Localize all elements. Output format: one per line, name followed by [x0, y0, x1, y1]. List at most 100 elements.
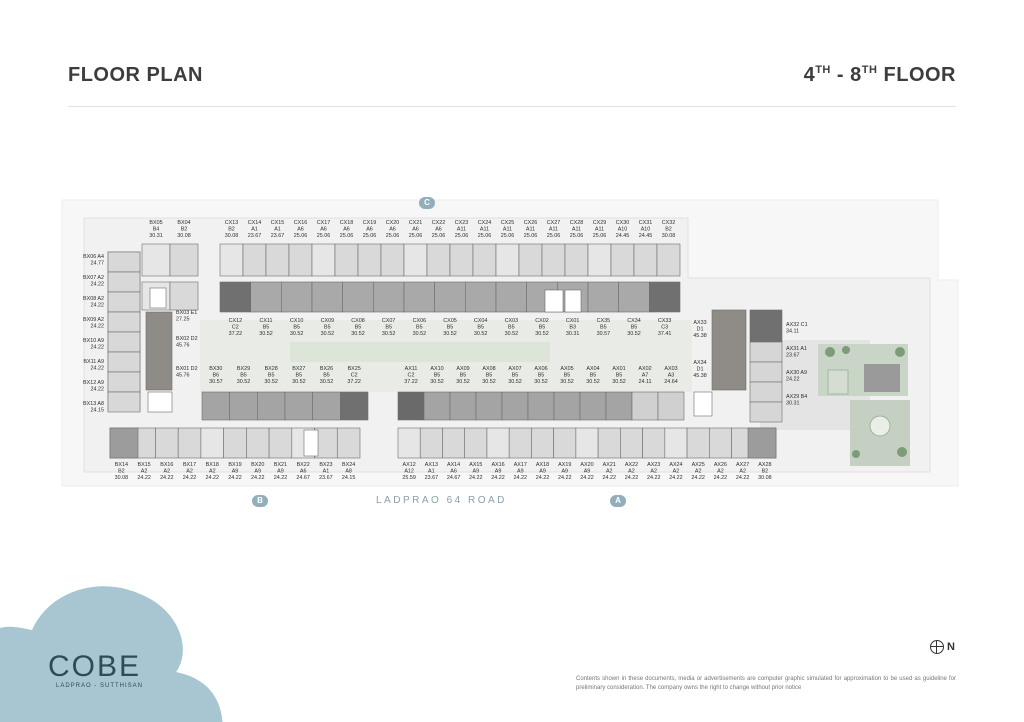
bx-bottom-block — [200, 427, 224, 459]
cx-mid-block — [649, 281, 681, 313]
ax-bottom-block — [531, 427, 554, 459]
bx-bottom-block — [268, 427, 293, 459]
compass-label: N — [947, 641, 955, 653]
ax-bottom-block — [464, 427, 488, 459]
floor-range-title: 4TH - 8TH FLOOR — [804, 64, 956, 87]
bx-mid-block — [229, 391, 258, 421]
ax-bottom-block — [708, 427, 732, 459]
ax-bottom-block — [686, 427, 710, 459]
ax-bottom-block — [620, 427, 643, 459]
cx-top-block — [610, 243, 635, 277]
bx-inner-unit — [145, 311, 173, 391]
ax-bottom-block — [597, 427, 621, 459]
ax-bottom-block — [553, 427, 577, 459]
core-stair — [544, 289, 564, 313]
ax-mid-block — [397, 391, 425, 421]
floor-from: 4 — [803, 64, 816, 86]
cx-top-block — [357, 243, 382, 277]
bx-top-block — [169, 243, 199, 277]
unit-blocks — [107, 243, 783, 459]
ax-bottom-block — [486, 427, 510, 459]
ax-mid-block — [579, 391, 607, 421]
floor-word: FLOOR — [877, 64, 956, 86]
garden — [818, 344, 910, 466]
cx-top-block — [426, 243, 451, 277]
cx-top-block — [564, 243, 589, 277]
bx-bottom-block — [336, 427, 361, 459]
cx-mid-block — [311, 281, 343, 313]
ax-bottom-block — [442, 427, 466, 459]
bx-mid-block — [284, 391, 313, 421]
cx-top-block — [265, 243, 290, 277]
disclaimer-text: Contents shown in these documents, media… — [576, 676, 956, 691]
compass-icon — [930, 640, 944, 654]
brand-logo: COBE — [48, 650, 142, 683]
ax-mid-block — [631, 391, 659, 421]
bx-mid-block — [257, 391, 286, 421]
floor-dash: - — [830, 64, 851, 86]
ax-mid-block — [605, 391, 633, 421]
floor-to-suffix: TH — [861, 64, 878, 76]
ax-mid-block — [553, 391, 581, 421]
ax-bottom-block — [642, 427, 666, 459]
ax-bottom-block — [397, 427, 421, 459]
cx-mid-block — [373, 281, 405, 313]
header-divider — [68, 106, 956, 107]
cx-top-block — [242, 243, 267, 277]
bx-bottom-block — [177, 427, 202, 459]
cx-top-block — [449, 243, 474, 277]
cx-top-block — [380, 243, 405, 277]
bx-bottom-block — [246, 427, 270, 459]
bx-west-unit — [107, 251, 141, 273]
bx-west-unit — [107, 291, 141, 313]
zone-b-badge: B — [252, 495, 268, 507]
bx-mid-block — [312, 391, 341, 421]
bx-west-unit — [107, 351, 141, 373]
ax-east-unit — [749, 341, 783, 363]
cx-mid-block — [495, 281, 527, 313]
